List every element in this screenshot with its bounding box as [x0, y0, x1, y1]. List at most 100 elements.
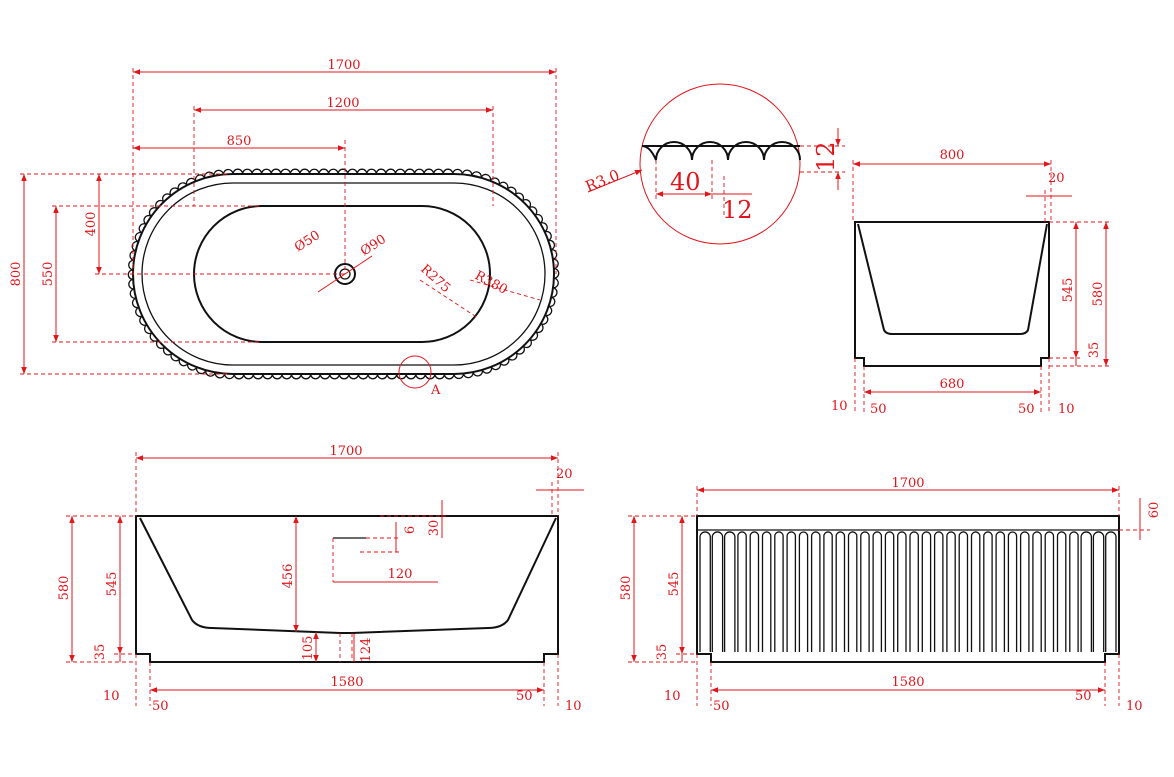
dim-plan-inner-length: 1200 [326, 96, 359, 111]
dim-side-inner-height: 545 [105, 572, 120, 597]
flute [946, 531, 956, 652]
flute [774, 531, 784, 652]
dim-plan-inner-width: 550 [41, 262, 56, 287]
flute [860, 531, 870, 652]
fluted-panels [699, 531, 1117, 652]
dim-inner-radius: R275 [417, 262, 453, 296]
dim-side-overflow-30: 30 [427, 520, 442, 537]
flute [798, 531, 809, 652]
dim-detail-gap: 12 [722, 196, 753, 224]
side-elevation-view: 1700 60 580 545 35 1580 10 50 50 10 [619, 476, 1162, 714]
flute [1092, 531, 1105, 652]
dim-elev-left-inset-b: 50 [713, 699, 730, 714]
flute [884, 531, 895, 652]
dim-plan-drain-offset: 850 [227, 134, 252, 149]
flute [933, 531, 944, 652]
flute [909, 531, 919, 652]
flute [983, 531, 993, 652]
dim-elev-base-length: 1580 [891, 675, 924, 690]
detail-a-circle [639, 83, 801, 245]
dim-side-left-inset-b: 50 [152, 699, 169, 714]
dim-end-plinth: 35 [1087, 342, 1102, 359]
dim-end-left-inset-b: 50 [870, 402, 887, 417]
dim-side-height: 580 [57, 576, 72, 601]
flute [749, 531, 760, 652]
end-view-outline [854, 221, 1050, 367]
flute [810, 531, 821, 652]
flute [995, 531, 1006, 652]
dim-side-length: 1700 [329, 444, 362, 459]
side-section-view: 1700 20 580 545 35 456 6 30 120 105 124 [57, 444, 584, 714]
flute [1105, 531, 1117, 652]
dim-end-right-inset-b: 10 [1058, 402, 1075, 417]
detail-a-view: R3.0 40 12 12 [583, 83, 845, 245]
flute [737, 531, 747, 652]
flute [711, 531, 724, 652]
dim-side-drain-124: 124 [359, 638, 374, 663]
flute [1080, 531, 1093, 652]
flute [723, 531, 736, 652]
detail-a-label: A [430, 383, 441, 398]
scallop-path [127, 168, 560, 380]
side-elevation-outline [696, 515, 1120, 663]
dim-drain-dia-inner: Ø50 [292, 228, 323, 255]
dim-detail-pitch: 40 [670, 168, 701, 196]
tub-rim-inner-line [141, 182, 546, 366]
dim-elev-height: 580 [619, 576, 634, 601]
dim-plan-width: 800 [9, 262, 24, 287]
detail-a-profile [641, 141, 801, 161]
dim-detail-depth: 12 [812, 141, 840, 172]
dim-elev-left-inset-a: 10 [664, 689, 681, 704]
flute [699, 531, 711, 652]
side-section-basin [139, 517, 557, 634]
flute [1007, 531, 1018, 652]
dim-drain-dia-outer: Ø90 [358, 232, 389, 259]
flute [897, 531, 907, 652]
dim-side-drain-105: 105 [301, 636, 316, 661]
plan-view: 1700 1200 850 800 400 550 Ø50 Ø90 R275 R… [9, 58, 560, 398]
flute [835, 531, 846, 652]
dim-side-base-length: 1580 [330, 675, 363, 690]
flute [847, 531, 858, 652]
dim-side-overflow-6: 6 [403, 526, 418, 534]
dim-elev-plinth: 35 [655, 644, 670, 661]
flute [1019, 531, 1030, 652]
dim-side-lip: 20 [556, 467, 573, 482]
dim-end-base-width: 680 [940, 377, 965, 392]
dim-side-plinth: 35 [93, 644, 108, 661]
dim-end-right-inset-a: 50 [1018, 402, 1035, 417]
dim-elev-inner-height: 545 [667, 572, 682, 597]
flute [823, 531, 833, 652]
flute [1032, 531, 1042, 652]
flute [1044, 531, 1055, 652]
dim-plan-length: 1700 [327, 58, 360, 73]
flute [921, 531, 932, 652]
flute [1069, 531, 1079, 652]
dim-end-height: 580 [1091, 282, 1106, 307]
dim-side-left-inset-a: 10 [103, 689, 120, 704]
flute [1056, 531, 1067, 652]
dim-side-right-inset-a: 50 [516, 689, 533, 704]
dim-end-left-inset-a: 10 [831, 399, 848, 414]
flute [786, 531, 797, 652]
dim-end-inner-height: 545 [1061, 278, 1076, 303]
detail-a-marker [398, 355, 432, 389]
dim-elev-length: 1700 [891, 476, 924, 491]
fluted-edge [127, 168, 560, 380]
dim-end-width: 800 [940, 148, 965, 163]
dim-end-lip: 20 [1048, 171, 1065, 186]
dim-elev-right-inset-a: 50 [1075, 689, 1092, 704]
flute [761, 531, 772, 652]
dim-side-right-inset-b: 10 [565, 699, 582, 714]
dim-elev-top-band: 60 [1147, 502, 1162, 519]
dim-side-overflow-120: 120 [388, 567, 413, 582]
flute [970, 531, 981, 652]
end-view-basin [857, 223, 1048, 335]
flute [872, 531, 883, 652]
dim-elev-right-inset-b: 10 [1126, 699, 1143, 714]
flute [958, 531, 969, 652]
dim-detail-radius: R3.0 [583, 166, 622, 196]
dim-side-depth-456: 456 [281, 564, 296, 589]
end-view: 800 20 545 580 35 680 10 50 50 10 [831, 148, 1110, 417]
